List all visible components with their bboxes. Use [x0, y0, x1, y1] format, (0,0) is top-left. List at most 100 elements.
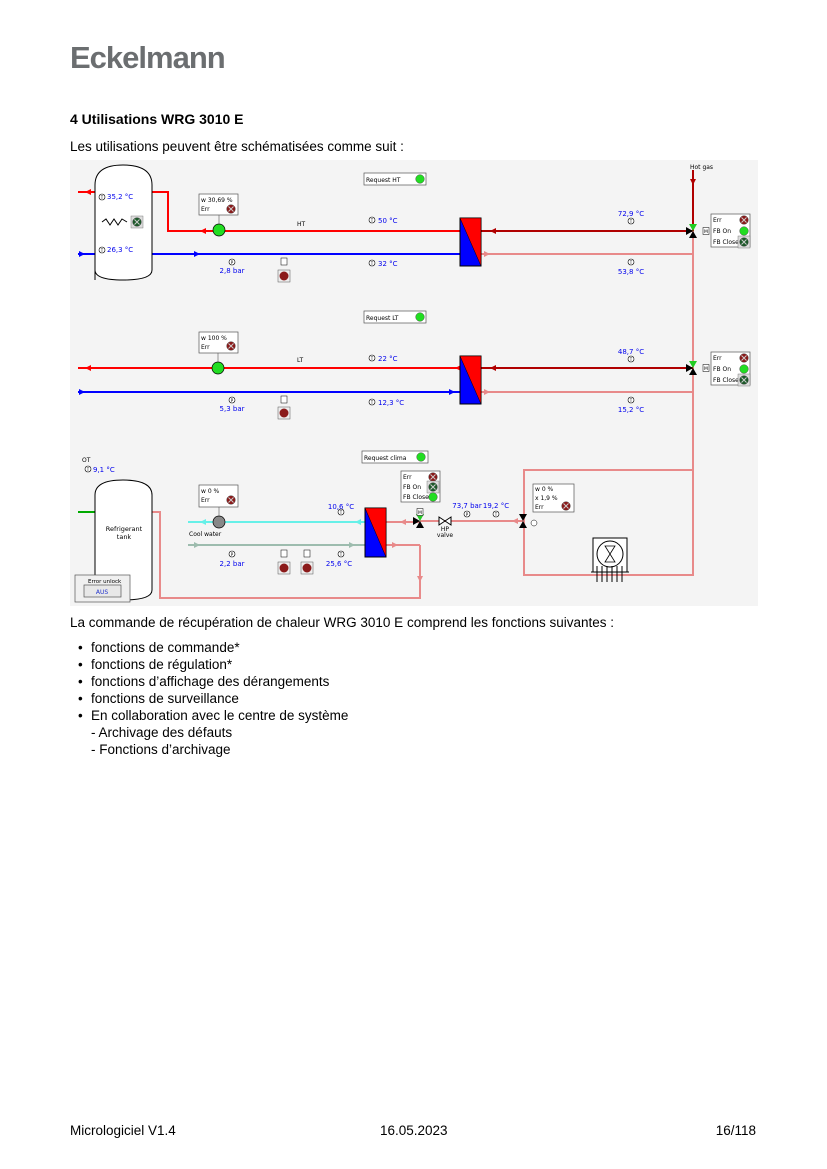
flow-arrow-icon	[79, 251, 85, 257]
ot-label: OT	[82, 457, 91, 464]
pressure-sensor-icon	[228, 550, 236, 558]
svg-text:T: T	[100, 248, 104, 253]
sub-item: - Fonctions d’archivage	[91, 742, 231, 757]
eckelmann-logo: Eckelmann	[70, 40, 226, 75]
aus-button[interactable]	[83, 584, 122, 598]
flow-arrow-icon	[690, 179, 696, 185]
ht-pressure: 2,8 bar	[220, 267, 245, 275]
switch-icon	[280, 257, 288, 266]
ht-tank-top-temp: 35,2 °C	[107, 193, 133, 201]
list-item: En collaboration avec le centre de systè…	[78, 707, 348, 724]
status-lamp-on-icon	[428, 492, 438, 502]
lt-pressure: 5,3 bar	[220, 405, 245, 413]
pressure-sensor-icon	[463, 510, 471, 518]
flow-arrow-icon	[79, 389, 85, 395]
lt-pump-icon	[211, 361, 225, 375]
heat-recovery-diagram: Refrigerant tank Hot gas Request HT Requ…	[70, 160, 758, 606]
temperature-sensor-icon	[368, 259, 376, 267]
pressure-sensor-icon	[228, 396, 236, 404]
status-lamp-on-icon	[416, 452, 426, 462]
clima-valve-fb-on: FB On	[403, 484, 421, 491]
svg-text:M: M	[418, 510, 422, 516]
svg-text:T: T	[339, 552, 343, 557]
svg-text:P: P	[231, 552, 234, 557]
flow-arrow-icon	[200, 228, 206, 234]
error-lamp-icon	[279, 271, 289, 281]
svg-text:T: T	[629, 357, 633, 362]
lt-valve-err: Err	[713, 355, 722, 362]
list-item: fonctions de commande*	[78, 639, 348, 656]
motor-icon	[702, 364, 710, 372]
svg-text:M: M	[704, 229, 708, 235]
pressure-sensor-icon	[228, 258, 236, 266]
cool-water-label: Cool water	[189, 531, 222, 538]
flow-arrow-icon	[349, 542, 355, 548]
flow-arrow-icon	[490, 365, 496, 371]
temperature-sensor-icon	[368, 354, 376, 362]
ht-hotgas-in-temp: 72,9 °C	[618, 210, 644, 218]
cool-pump-setpoint: w 0 %	[201, 488, 220, 495]
ot-temp: 9,1 °C	[93, 466, 115, 474]
temperature-sensor-icon	[492, 510, 500, 518]
lt-return-temp: 12,3 °C	[378, 399, 404, 407]
ht-valve-err: Err	[713, 217, 722, 224]
temperature-sensor-icon	[627, 217, 635, 225]
ht-pump-err: Err	[201, 206, 210, 213]
temperature-sensor-icon	[627, 258, 635, 266]
ht-label: HT	[297, 221, 306, 228]
svg-text:T: T	[629, 260, 633, 265]
ht-flow-pipe	[152, 191, 460, 232]
svg-text:T: T	[100, 195, 104, 200]
request-lt-label: Request LT	[366, 315, 399, 322]
motor-icon	[530, 519, 538, 527]
cool-return-temp: 25,6 °C	[326, 560, 352, 568]
ht-valve-fb-close: FB Close	[713, 239, 739, 246]
error-lamp-icon	[279, 563, 289, 573]
exp-valve-setpoint: w 0 %	[535, 486, 554, 493]
switch-icon	[303, 549, 311, 558]
status-lamp-on-icon	[415, 174, 425, 184]
expansion-valve-icon	[519, 514, 527, 528]
status-lamp-on-icon	[739, 226, 749, 236]
svg-text:T: T	[339, 510, 343, 515]
functions-intro: La commande de récupération de chaleur W…	[70, 615, 615, 630]
lt-valve-fb-on: FB On	[713, 366, 731, 373]
lt-hotgas-in-temp: 48,7 °C	[618, 348, 644, 356]
hot-gas-label: Hot gas	[690, 164, 713, 171]
clima-valve-err: Err	[403, 474, 412, 481]
condenser-loop	[523, 469, 694, 576]
cool-pump-icon	[212, 515, 226, 529]
svg-text:T: T	[370, 261, 374, 266]
svg-text:P: P	[231, 260, 234, 265]
svg-text:T: T	[370, 356, 374, 361]
motor-icon	[416, 508, 424, 516]
ht-tank-bottom-temp: 26,3 °C	[107, 246, 133, 254]
section-title: 4 Utilisations WRG 3010 E	[70, 111, 244, 127]
lt-pump-err: Err	[201, 344, 210, 351]
three-way-valve-icon	[413, 517, 420, 525]
ht-buffer-tank	[94, 164, 153, 281]
lt-hotgas-out-temp: 15,2 °C	[618, 406, 644, 414]
flow-arrow-icon	[85, 189, 91, 195]
request-ht-label: Request HT	[366, 177, 401, 184]
aus-button-label[interactable]: AUS	[96, 589, 108, 596]
three-way-valve-icon	[686, 364, 693, 372]
list-item: fonctions de surveillance	[78, 690, 348, 707]
flow-arrow-icon	[400, 519, 406, 525]
svg-text:T: T	[370, 400, 374, 405]
exp-valve-err: Err	[535, 504, 544, 511]
svg-text:P: P	[466, 512, 469, 517]
flow-arrow-icon	[449, 389, 455, 395]
section-intro: Les utilisations peuvent être schématisé…	[70, 139, 404, 154]
svg-text:P: P	[231, 398, 234, 403]
three-way-valve-icon	[686, 227, 693, 235]
flow-arrow-icon	[194, 542, 200, 548]
motor-icon	[702, 227, 710, 235]
cool-flow-temp: 10,6 °C	[328, 503, 354, 511]
footer-date: 16.05.2023	[380, 1123, 448, 1138]
request-clima-label: Request clima	[364, 455, 407, 462]
error-lamp-icon	[279, 408, 289, 418]
footer-page-number: 16/118	[715, 1123, 756, 1138]
flow-arrow-icon	[484, 389, 490, 395]
request-ht-box	[363, 172, 427, 186]
